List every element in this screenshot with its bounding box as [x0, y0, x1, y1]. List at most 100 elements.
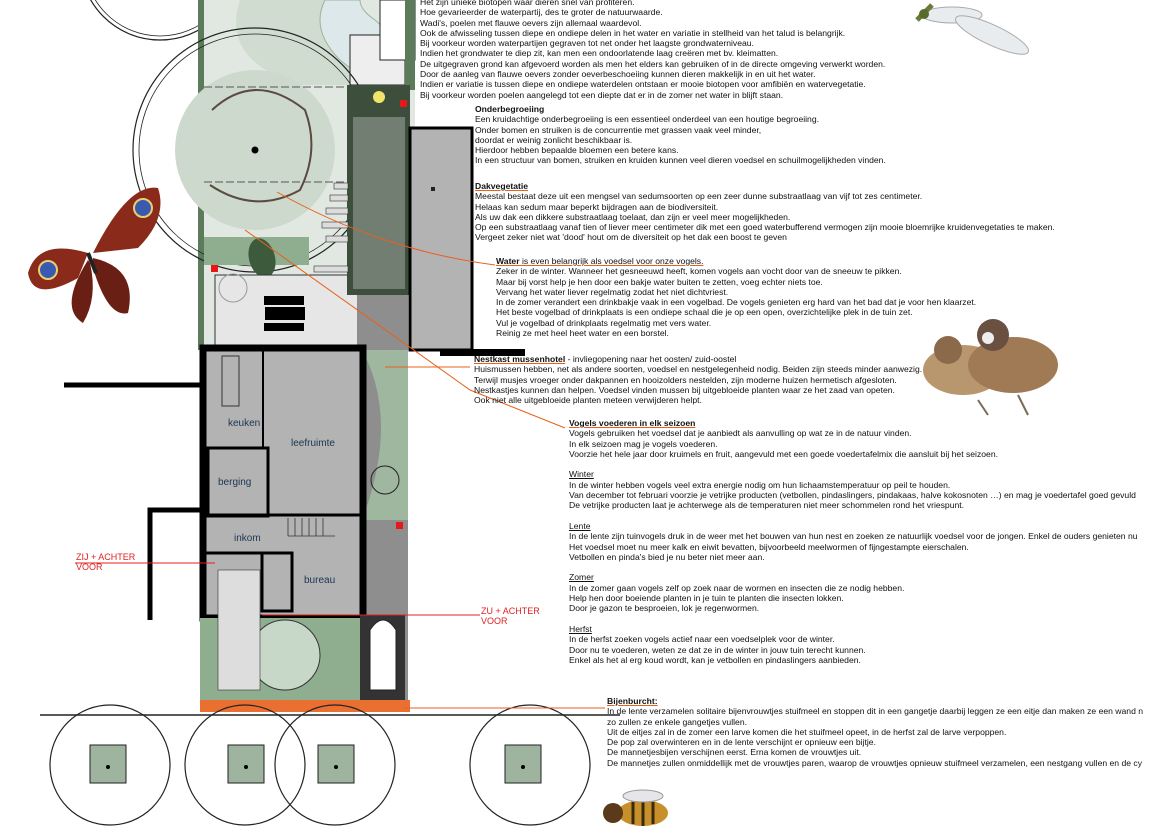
text-line: Het voedsel moet nu meer kalk en eiwit b…	[569, 541, 969, 552]
text-line: Zeker in de winter. Wanneer het gesneeuw…	[496, 266, 902, 277]
dakvegetatie-section: Dakvegetatie Meestal bestaat deze uit ee…	[475, 181, 1055, 243]
text-line: Indien er variatie is tussen diepe en on…	[420, 79, 866, 90]
text-line: In de lente verzamelen solitaire bijenvr…	[607, 706, 1144, 717]
text-line: In de zomer gaan vogels zelf op zoek naa…	[569, 582, 905, 593]
text-line: Hierdoor hebben bepaalde bloemen een bet…	[475, 145, 679, 156]
text-line: In elk seizoen mag je vogels voederen.	[569, 438, 718, 449]
text-line: Helaas kan sedum maar beperkt bijdragen …	[475, 201, 719, 212]
season-heading: Winter	[569, 469, 594, 480]
text-line: Bij voorkeur worden waterpartijen gegrav…	[420, 38, 754, 49]
text-line: In de winter hebben vogels veel extra en…	[569, 479, 951, 490]
section-heading: Vogels voederen in elk seizoen	[569, 418, 696, 428]
heading-rest: is even belangrijk als voedsel voor onze…	[519, 256, 704, 266]
bee-icon	[603, 789, 668, 826]
text-line: Indien het grondwater te diep zit, kan m…	[420, 48, 779, 59]
text-line: In de lente zijn tuinvogels druk in de w…	[569, 531, 1138, 542]
text-line: De pop zal overwinteren en in de lente v…	[607, 737, 876, 748]
text-line: Bij voorkeur worden poelen aangelegd tot…	[420, 89, 784, 100]
room-label-leefruimte: leefruimte	[291, 438, 335, 449]
room-label-berging: berging	[218, 477, 252, 488]
section-label-line: ZU + ACHTER	[481, 606, 540, 616]
water-intro-text: Het zijn unieke biotopen waar dieren sne…	[420, 0, 885, 100]
season-body: In de herfst zoeken vogels actief naar e…	[569, 634, 1138, 665]
nestkast-section: Nestkast mussenhotel - invliegopening na…	[474, 354, 922, 405]
text-line: Ook de afwisseling tussen diepe en ondie…	[420, 27, 846, 38]
text-line: In een structuur van bomen, struiken en …	[475, 155, 886, 166]
text-line: Onder bomen en struiken is de concurrent…	[475, 124, 762, 135]
text-line: zo zullen ze enkele gangetjes vullen.	[607, 716, 747, 727]
text-line: Reinig ze met heel heet water en een bor…	[496, 328, 669, 339]
season-body: In de zomer gaan vogels zelf op zoek naa…	[569, 583, 1138, 614]
section-body: Zeker in de winter. Wanneer het gesneeuw…	[496, 266, 976, 338]
season-heading: Zomer	[569, 572, 594, 583]
text-line: Door de aanleg van flauwe oevers zonder …	[420, 69, 816, 80]
text-line: Vul je vogelbad of drinkplaats regelmati…	[496, 317, 712, 328]
dragonfly-icon	[915, 3, 1029, 55]
text-line: Vervang het water liever regelmatig zoda…	[496, 286, 729, 297]
text-line: Enkel als het al erg koud wordt, kan je …	[569, 654, 861, 665]
text-line: Op een substraatlaag vanaf tien of lieve…	[475, 222, 1055, 233]
section-label-right: ZU + ACHTER VOOR	[481, 606, 540, 626]
text-line: Terwijl musjes vroeger onder dakpannen e…	[474, 374, 897, 385]
text-line: Wadi's, poelen met flauwe oevers zijn al…	[420, 17, 642, 28]
heading-bold: Nestkast mussenhotel	[474, 354, 566, 364]
text-line: Door je gazon te besproeien, lok je rege…	[569, 603, 760, 614]
spacer	[569, 614, 1138, 624]
text-line: De vetrijke producten laat je achterwege…	[569, 500, 965, 511]
text-line: Hoe gevarieerder de waterpartij, des te …	[420, 7, 663, 18]
text-line: Ook niet alle uitgebloeide planten metee…	[474, 395, 702, 406]
text-line: Door nu te voederen, weten ze dat ze in …	[569, 644, 866, 655]
sparrows-icon	[923, 319, 1058, 416]
onderbegroeiing-section: Onderbegroeiing Een kruidachtige onderbe…	[475, 104, 886, 166]
section-heading: Bijenburcht:	[607, 696, 658, 706]
section-body: Meestal bestaat deze uit een mengsel van…	[475, 191, 1055, 242]
text-line: Het beste vogelbad of drinkplaats is een…	[496, 307, 913, 318]
text-line: In de zomer verandert een drinkbakje vaa…	[496, 297, 977, 308]
spacer	[569, 562, 1138, 572]
room-label-inkom: inkom	[234, 533, 261, 544]
room-label-keuken: keuken	[228, 418, 261, 429]
text-line: Vogels gebruiken het voedsel dat je aanb…	[569, 428, 912, 439]
section-heading: Water is even belangrijk als voedsel voo…	[496, 256, 976, 266]
text-line: De uitgegraven grond kan afgevoerd worde…	[420, 58, 886, 69]
text-line: Voorzie het hele jaar door kruimels en f…	[569, 448, 998, 459]
bijenburcht-section: Bijenburcht: In de lente verzamelen soli…	[607, 696, 1143, 768]
butterfly-icon	[28, 187, 161, 323]
section-heading: Onderbegroeiing	[475, 104, 545, 114]
heading-rest: - invliegopening naar het oosten/ zuid-o…	[565, 354, 737, 364]
season-heading: Herfst	[569, 623, 592, 634]
season-heading: Lente	[569, 520, 591, 531]
text-line: In de herfst zoeken vogels actief naar e…	[569, 634, 835, 645]
room-label-bureau: bureau	[304, 575, 336, 586]
text-line: Vergeet zeker niet wat 'dood' hout om de…	[475, 232, 787, 243]
text-line: Maar bij vorst help je hen door een bakj…	[496, 276, 823, 287]
section-body: Huismussen hebben, net als andere soorte…	[474, 364, 922, 405]
section-label-line: VOOR	[76, 562, 103, 572]
section-body: Een kruidachtige onderbegroeiing is een …	[475, 114, 886, 165]
text-line: Vetbollen en pinda's bied je nu beter ni…	[569, 551, 765, 562]
season-body: In de winter hebben vogels veel extra en…	[569, 480, 1138, 511]
section-label-line: ZIJ + ACHTER	[76, 552, 136, 562]
text-line: doordat er weinig zonlicht beschikbaar i…	[475, 134, 633, 145]
spacer	[569, 511, 1138, 521]
text-line: De mannetjesbijen verschijnen eerst. Ern…	[607, 747, 862, 758]
text-line: Huismussen hebben, net als andere soorte…	[474, 364, 923, 375]
text-line: Uit de eitjes zal in de zomer een larve …	[607, 726, 1007, 737]
section-label-left: ZIJ + ACHTER VOOR	[76, 552, 135, 572]
section-label-line: VOOR	[481, 616, 508, 626]
text-line: Het zijn unieke biotopen waar dieren sne…	[420, 0, 635, 7]
water-section: Water is even belangrijk als voedsel voo…	[496, 256, 976, 338]
text-line: Meestal bestaat deze uit een mengsel van…	[475, 191, 923, 202]
section-body: In de lente verzamelen solitaire bijenvr…	[607, 706, 1143, 768]
vogels-section: Vogels voederen in elk seizoen Vogels ge…	[569, 418, 1138, 665]
text-line: Nestkastjes kunnen dan helpen. Voedsel v…	[474, 384, 895, 395]
section-heading: Dakvegetatie	[475, 181, 529, 191]
text-line: De mannetjes zullen onmiddellijk met de …	[607, 757, 1143, 768]
spacer	[569, 459, 1138, 469]
heading-bold: Water	[496, 256, 520, 266]
text-line: Als uw dak een dikkere substraatlaag toe…	[475, 211, 791, 222]
section-body: Vogels gebruiken het voedsel dat je aanb…	[569, 428, 1138, 459]
text-line: Van december tot februari voorzie je vet…	[569, 490, 1136, 501]
section-heading: Nestkast mussenhotel - invliegopening na…	[474, 354, 922, 364]
